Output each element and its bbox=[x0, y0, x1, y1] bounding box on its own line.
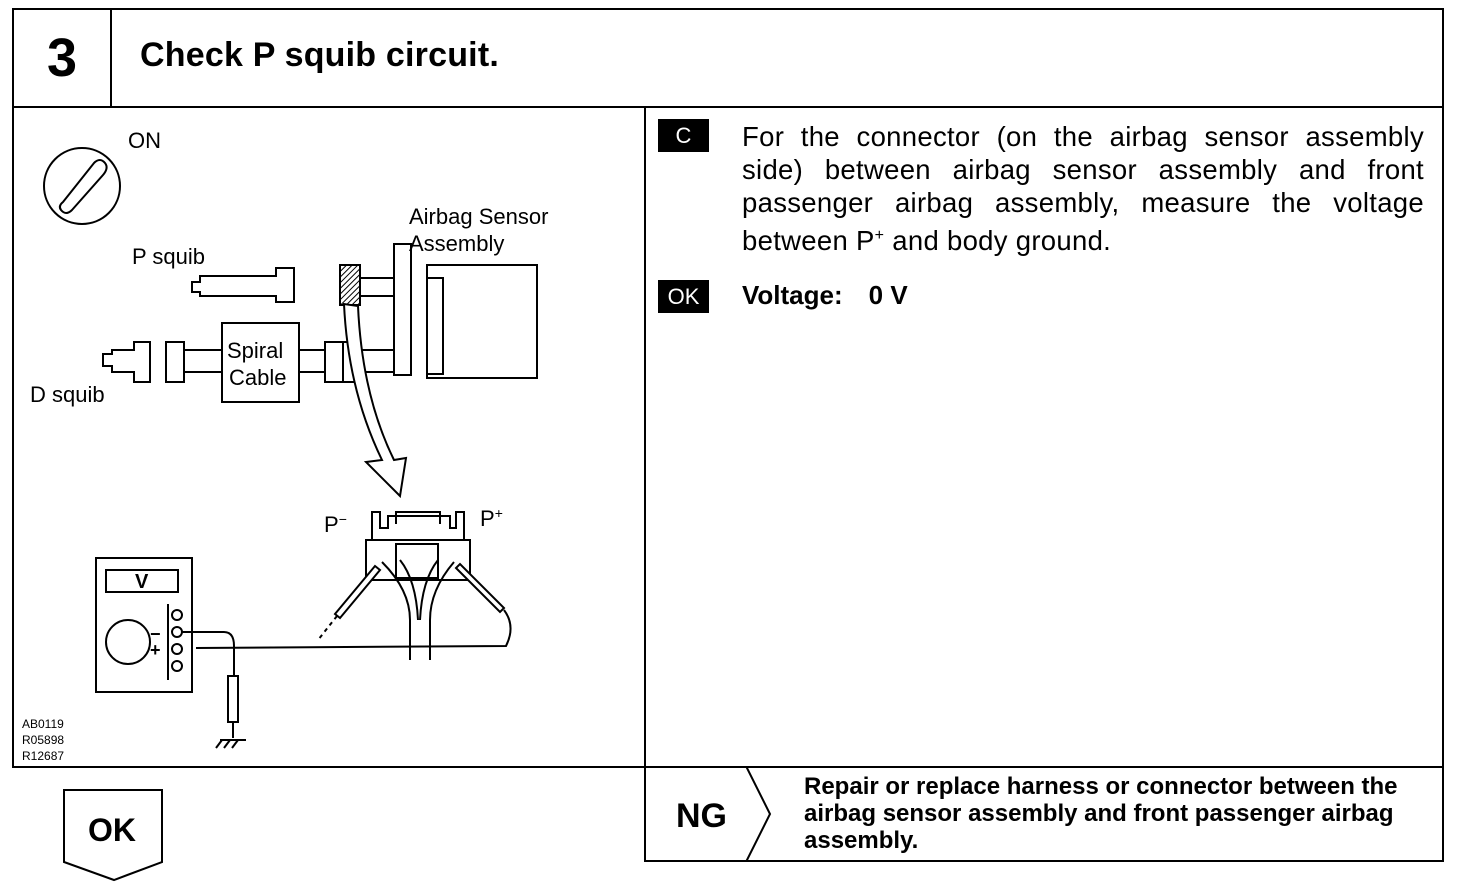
check-badge: C bbox=[658, 119, 709, 152]
ok-badge: OK bbox=[658, 280, 709, 313]
sensor-label-2: Assembly bbox=[409, 231, 504, 256]
sensor-label-1: Airbag Sensor bbox=[409, 204, 548, 229]
instruction-text: For the connector (on the airbag sensor … bbox=[742, 121, 1424, 257]
ng-action-text: Repair or replace harness or connector b… bbox=[804, 773, 1398, 854]
ground-probe bbox=[227, 675, 239, 723]
p-plus-label: P+ bbox=[480, 505, 503, 531]
spiral-cable-label-2: Cable bbox=[229, 365, 286, 390]
ref-code-2: R05898 bbox=[22, 733, 64, 747]
p-minus-label: P− bbox=[324, 511, 347, 537]
spec-value: 0 V bbox=[868, 280, 908, 310]
column-divider bbox=[644, 106, 646, 768]
spec-label: Voltage: bbox=[742, 280, 843, 310]
spiral-cable-box bbox=[221, 322, 300, 403]
ref-code-1: AB0119 bbox=[22, 717, 64, 731]
airbag-sensor-box bbox=[426, 264, 538, 379]
spiral-cable-label-1: Spiral bbox=[227, 338, 283, 363]
ok-tab-icon bbox=[63, 789, 163, 882]
ng-result-box bbox=[644, 766, 1444, 862]
d-squib-connector bbox=[102, 341, 151, 383]
ignition-on-label: ON bbox=[128, 128, 161, 153]
probe-right bbox=[454, 562, 506, 614]
connector-closeup bbox=[365, 511, 471, 660]
p-squib-connector bbox=[191, 267, 295, 303]
meter-unit-label: V bbox=[135, 571, 149, 593]
ng-label: NG bbox=[676, 797, 727, 835]
ng-arrow-icon bbox=[745, 766, 772, 862]
probe-left bbox=[333, 564, 382, 620]
magnify-arrow bbox=[342, 302, 408, 499]
wiring-diagram: ON Airbag Sensor Assembly P squib D squi… bbox=[22, 128, 548, 763]
voltage-spec: Voltage: 0 V bbox=[742, 280, 908, 311]
meter-minus-label: − bbox=[150, 624, 161, 644]
p-connector-hatched bbox=[339, 264, 361, 306]
ok-result-label: OK bbox=[88, 812, 136, 848]
d-squib-label: D squib bbox=[30, 382, 105, 407]
step-number: 3 bbox=[12, 8, 112, 108]
ref-code-3: R12687 bbox=[22, 749, 64, 763]
meter-plus-label: + bbox=[150, 640, 161, 660]
ignition-switch-icon bbox=[43, 147, 121, 225]
p-squib-label: P squib bbox=[132, 244, 205, 269]
step-title: Check P squib circuit. bbox=[140, 36, 499, 74]
